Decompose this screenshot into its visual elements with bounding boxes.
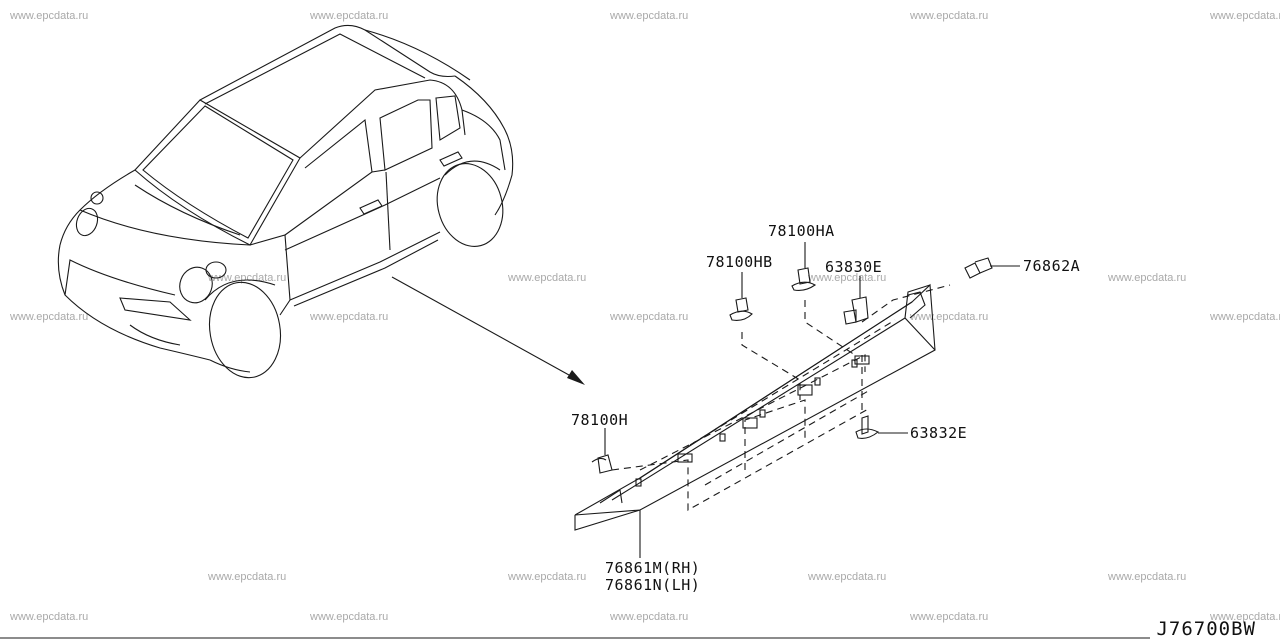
bracket-63830e [843,296,869,325]
watermark: www.epcdata.ru [310,10,389,22]
car-illustration [57,24,514,379]
watermark: www.epcdata.ru [508,571,587,583]
clip-78100hb [729,297,753,321]
part-label-76861m: 76861M(RH) [605,559,701,577]
part-label-76861n: 76861N(LH) [605,576,701,594]
watermark: www.epcdata.ru [1210,10,1280,22]
watermark: www.epcdata.ru [808,571,887,583]
part-label-78100h: 78100H [571,411,629,429]
watermark: www.epcdata.ru [310,611,389,623]
watermark: www.epcdata.ru [1108,272,1187,284]
watermark: www.epcdata.ru [910,311,989,323]
part-label-76862a: 76862A [1023,257,1081,275]
part-label-78100hb: 78100HB [706,253,773,271]
watermark: www.epcdata.ru [808,272,887,284]
label-leaders [604,242,1020,558]
watermark: www.epcdata.ru [508,272,587,284]
part-label-63832e: 63832E [910,424,968,442]
watermark: www.epcdata.ru [610,611,689,623]
watermark: www.epcdata.ru [310,311,389,323]
watermark: www.epcdata.ru [208,272,287,284]
clip-78100ha [791,267,817,291]
watermark: www.epcdata.ru [610,10,689,22]
leader-lines [611,284,951,511]
watermark: www.epcdata.ru [10,611,89,623]
bolt-63832e [855,415,880,439]
watermark: www.epcdata.ru [1108,571,1187,583]
screw-76862a [964,257,993,279]
watermark: www.epcdata.ru [1210,611,1280,623]
part-label-63830e: 63830E [825,258,883,276]
watermark: www.epcdata.ru [610,311,689,323]
watermark: www.epcdata.ru [208,571,287,583]
pointer-arrow [391,276,585,385]
watermark: www.epcdata.ru [910,611,989,623]
watermark: www.epcdata.ru [1210,311,1280,323]
watermark: www.epcdata.ru [10,311,89,323]
mudguard-sill-panel [574,283,936,531]
part-label-78100ha: 78100HA [768,222,835,240]
watermark: www.epcdata.ru [10,10,89,22]
watermark: www.epcdata.ru [910,10,989,22]
clip-78100h [591,454,613,474]
diagram-code: J76700BW [1156,618,1256,640]
